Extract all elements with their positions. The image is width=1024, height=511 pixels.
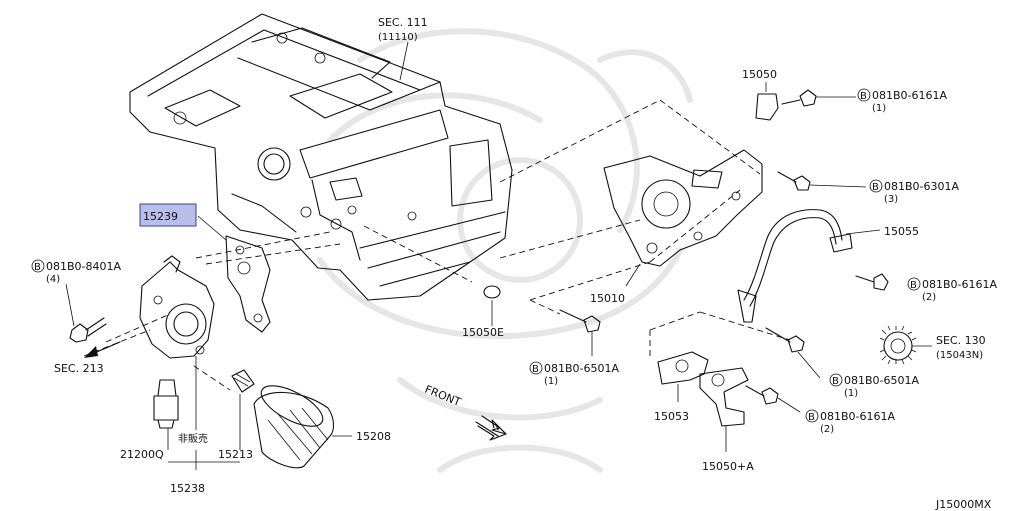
highlight-15239 [139,203,197,227]
bolt-prefix: B [34,262,41,273]
bolt-label-6501-left[interactable]: B 081B0-6501A (1) [529,361,620,387]
bolt-label-6301[interactable]: B 081B0-6301A (3) [869,179,960,205]
diagram-code: J15000MX [935,498,992,511]
oil-tube-15055 [737,209,881,323]
bolt-prefix: B [910,280,917,291]
bolt-label-6501-right[interactable]: B 081B0-6501A (1) [829,373,920,399]
bolt-code: 081B0-8401A [46,260,122,273]
bolt-qty: (2) [922,292,936,303]
bolt-code: 081B0-6501A [844,374,920,387]
label-15050a[interactable]: 15050+A [702,460,754,473]
bolt-081b0-6301a [777,171,867,191]
oil-pressure-switch-21200q [153,379,179,429]
label-15213[interactable]: 15213 [218,448,253,461]
front-arrow-icon [475,415,507,441]
bolt-081b0-6501a-left [559,309,601,356]
bolt-code: 081B0-6501A [544,362,620,375]
oil-pump-15010 [603,149,763,287]
gasket-15239 [225,235,271,333]
bolt-qty: (4) [46,274,60,285]
sprocket-sec130 [879,325,932,365]
sec213-arrow-icon [84,341,121,358]
label-15050e[interactable]: 15050E [462,326,504,339]
strainer-tube-15050 [755,82,779,121]
bolt-qty: (1) [872,103,886,114]
label-sec130-sub: (15043N) [936,350,983,361]
watermark-emblem [317,28,693,473]
bolt-081b0-6161a-top [781,89,856,107]
bolt-label-6161-top[interactable]: B 081B0-6161A (1) [857,88,948,114]
label-15055[interactable]: 15055 [884,225,919,238]
bolt-qty: (3) [884,194,898,205]
bolt-qty: (1) [844,388,858,399]
bolt-081b0-6161a-mid [855,273,889,291]
label-sec213[interactable]: SEC. 213 [54,362,104,375]
bolt-prefix: B [808,412,815,423]
bolt-prefix: B [832,376,839,387]
bolt-081b0-8401a [65,283,107,343]
bolt-081b0-6501a-right [765,327,821,379]
bolt-label-6161-bot[interactable]: B 081B0-6161A (2) [805,409,896,435]
bolt-qty: (2) [820,424,834,435]
label-sec111-sub: (11110) [378,32,418,43]
o-ring-15050e [483,285,501,326]
label-15239[interactable]: 15239 [143,210,178,223]
bolt-label-8401[interactable]: B 081B0-8401A (4) [31,259,122,285]
gasket-15053 [657,351,709,402]
label-15050[interactable]: 15050 [742,68,777,81]
bolt-prefix: B [532,364,539,375]
bolt-081b0-6161a-bot [745,385,801,413]
bolt-prefix: B [872,182,879,193]
label-15238[interactable]: 15238 [170,482,205,495]
oil-filter-bracket [139,255,215,359]
bolt-code: 081B0-6161A [872,89,948,102]
bolt-label-6161-mid[interactable]: B 081B0-6161A (2) [907,277,998,303]
label-15010[interactable]: 15010 [590,292,625,305]
label-15053[interactable]: 15053 [654,410,689,423]
bolt-code: 081B0-6301A [884,180,960,193]
connector-15213 [231,369,255,393]
bolt-prefix: B [860,91,867,102]
label-21200q[interactable]: 21200Q [120,448,164,461]
label-sec111[interactable]: SEC. 111 [378,16,428,29]
label-15208[interactable]: 15208 [356,430,391,443]
label-sec130[interactable]: SEC. 130 [936,334,986,347]
label-not-sold: 非販売 [178,432,208,445]
bolt-code: 081B0-6161A [922,278,998,291]
strainer-15050a [699,367,749,452]
cylinder-block [129,13,513,301]
oil-filter-15208 [253,385,335,469]
bolt-code: 081B0-6161A [820,410,896,423]
bolt-qty: (1) [544,376,558,387]
